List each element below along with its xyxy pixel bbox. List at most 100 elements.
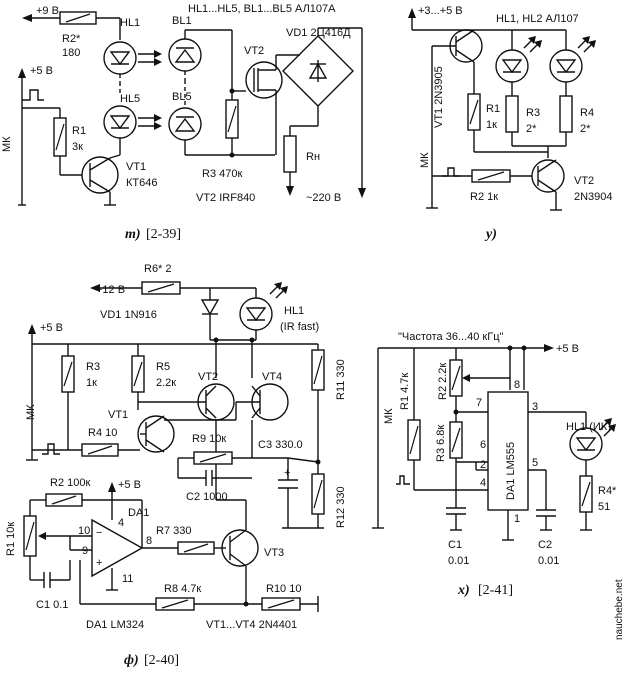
label-t-bl5: BL5	[172, 91, 192, 103]
label-x-r1: R1 4.7к	[399, 373, 411, 410]
label-f-p4: 4	[118, 517, 124, 529]
label-f-vt1: VT1	[108, 409, 128, 421]
cap-plus-icon: +	[284, 467, 290, 479]
label-f-r12: R12 330	[335, 486, 347, 528]
label-x-freq: "Частота 36...40 кГц"	[398, 331, 503, 343]
label-x-r3: R3 6.8к	[435, 425, 447, 462]
label-f-p8: 8	[146, 535, 152, 547]
label-x-c1: C1	[448, 539, 462, 551]
label-x-hl1: HL1 (ИК)	[566, 421, 611, 433]
led-f-hl1	[239, 297, 273, 331]
ref-f: [2-40]	[144, 653, 179, 668]
label-f-r3: R3	[86, 361, 100, 373]
label-t-v9: +9 В	[36, 5, 59, 17]
label-t-vt2: VT2	[244, 45, 264, 57]
label-f-r8: R8 4.7к	[164, 583, 201, 595]
label-u-vplus: +3...+5 В	[418, 5, 463, 17]
label-f-r11: R11 330	[335, 359, 347, 400]
label-x-p1: 1	[514, 513, 520, 525]
label-t-r2: R2*	[62, 33, 81, 45]
label-x-mk: МК	[383, 408, 395, 424]
label-f-c2: C2 1000	[186, 491, 228, 503]
led-u-hl1	[495, 49, 529, 83]
label-x-c2: C2	[538, 539, 552, 551]
label-f-r5: R5	[156, 361, 170, 373]
label-f-r1: R1 10к	[5, 522, 17, 556]
opamp-da1	[91, 518, 144, 578]
label-u-hl: HL1, HL2 АЛ107	[496, 13, 579, 25]
label-f-v12: +12 В	[96, 284, 125, 296]
label-x-r4: R4*	[598, 485, 617, 497]
label-f-vd1: VD1 1N916	[100, 309, 157, 321]
label-f-c3: C3 330.0	[258, 439, 303, 451]
label-f-r3v: 1к	[86, 377, 97, 389]
opamp-minus-icon: −	[96, 527, 102, 539]
label-x-p5: 5	[532, 457, 538, 469]
label-u-r3v: 2*	[526, 123, 537, 135]
led-hl5	[103, 105, 137, 139]
caption-t: т)	[125, 227, 141, 242]
label-t-v5: +5 В	[30, 65, 53, 77]
label-t-bl1: BL1	[172, 15, 192, 27]
label-u-r1: R1	[486, 103, 500, 115]
label-f-hl1v: (IR fast)	[280, 321, 319, 333]
label-x-r4v: 51	[598, 501, 610, 513]
watermark: nauchebe.net	[614, 579, 625, 640]
caption-x: х)	[457, 583, 470, 598]
label-u-r4v: 2*	[580, 123, 591, 135]
label-t-r3: R3 470к	[202, 168, 242, 180]
circuit-u: +3...+5 В HL1, HL2 АЛ107 VT1 2N3905 R1 1…	[408, 5, 613, 242]
label-t-rn: Rн	[306, 151, 320, 163]
label-f-vtall: VT1...VT4 2N4401	[206, 619, 297, 631]
label-f-vt3: VT3	[264, 547, 284, 559]
led-hl1	[103, 41, 137, 75]
photodiode-bl5	[168, 107, 202, 141]
label-t-hl5: HL5	[120, 93, 140, 105]
label-u-r4: R4	[580, 107, 594, 119]
label-f-r5v: 2.2к	[156, 377, 176, 389]
label-t-vt2v: VT2 IRF840	[196, 192, 255, 204]
label-t-r2v: 180	[62, 47, 80, 59]
label-u-r3: R3	[526, 107, 540, 119]
ref-t: [2-39]	[146, 227, 181, 242]
label-x-r2: R2 2.2к	[437, 363, 449, 400]
label-x-c2v: 0.01	[538, 555, 559, 567]
label-t-r1v: 3к	[72, 141, 83, 153]
label-x-c1v: 0.01	[448, 555, 469, 567]
mosfet-vt2	[245, 61, 283, 99]
label-x-p8: 8	[514, 379, 520, 391]
label-f-c1: C1 0.1	[36, 599, 68, 611]
caption-f: ф)	[124, 653, 139, 668]
label-x-p7: 7	[476, 397, 482, 409]
label-f-v5b: +5 В	[118, 479, 141, 491]
label-f-hl1: HL1	[284, 305, 304, 317]
label-t-list: HL1...HL5, BL1...BL5 АЛ107А	[188, 3, 336, 15]
label-x-p4: 4	[480, 477, 486, 489]
resistor-rn	[283, 135, 297, 173]
label-f-da1v: DA1 LM324	[86, 619, 144, 631]
label-t-r1: R1	[72, 125, 86, 137]
label-f-v5: +5 В	[40, 322, 63, 334]
label-t-v220: ~220 В	[306, 192, 341, 204]
label-f-p11: 11	[122, 573, 133, 585]
label-t-mk: МК	[1, 136, 13, 152]
diode-f-vd1	[200, 299, 220, 316]
label-x-p3: 3	[532, 401, 538, 413]
label-f-da1: DA1	[128, 507, 149, 519]
label-u-r2: R2 1к	[470, 191, 498, 203]
label-f-r10: R10 10	[266, 583, 301, 595]
photodiode-bl1	[168, 38, 202, 72]
label-t-hl1: HL1	[120, 17, 140, 29]
transistor-f-vt1	[137, 415, 175, 453]
transistor-f-vt3	[221, 529, 259, 567]
label-f-r4: R4 10	[88, 427, 117, 439]
label-x-p6: 6	[480, 439, 486, 451]
label-x-v5: +5 В	[556, 343, 579, 355]
label-u-mk: МК	[419, 152, 431, 168]
label-f-r6: R6* 2	[144, 263, 172, 275]
label-u-vt1: VT1 2N3905	[433, 66, 445, 128]
transistor-vt1	[81, 156, 119, 194]
label-f-r7: R7 330	[156, 525, 191, 537]
label-u-r1v: 1к	[486, 119, 497, 131]
